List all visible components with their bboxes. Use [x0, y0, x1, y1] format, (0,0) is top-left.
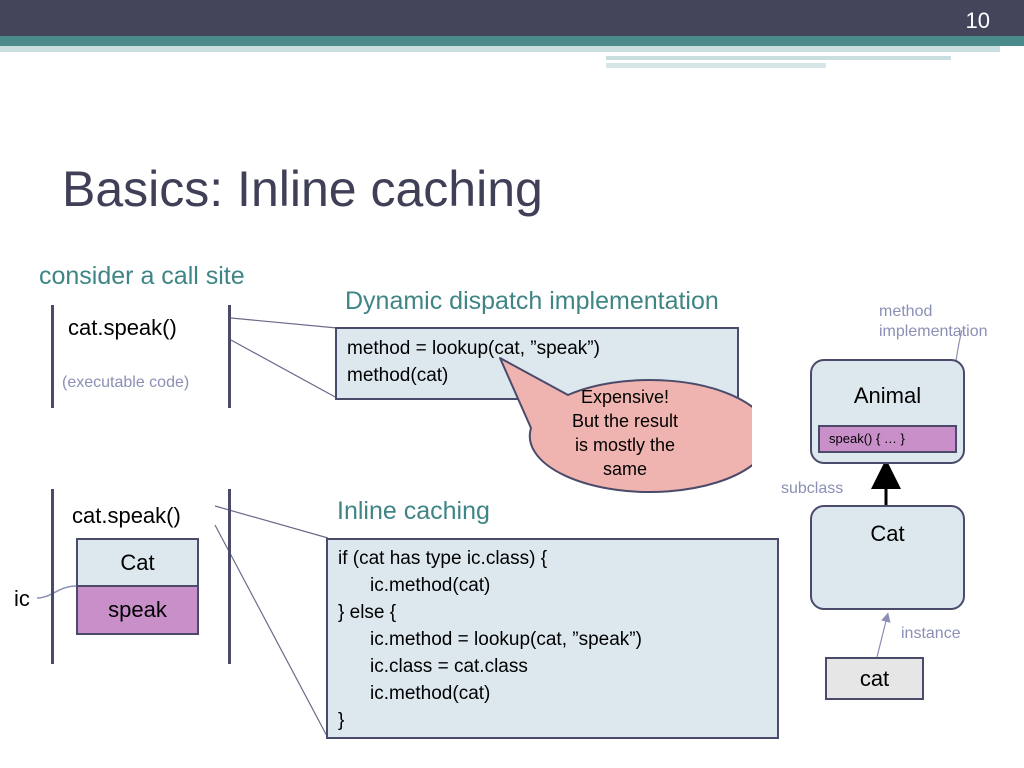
inline-caching-code-box: if (cat has type ic.class) { ic.method(c… [326, 538, 779, 739]
cat-class-box [810, 505, 965, 610]
cat-instance-box: cat [825, 657, 924, 700]
ic-code-line-6: ic.method(cat) [370, 683, 491, 704]
page-number: 10 [965, 8, 990, 33]
bubble-line-2: But the result [571, 411, 679, 431]
method-implementation-label: method implementation [879, 302, 988, 342]
bubble-line-1: Expensive! [580, 387, 670, 407]
speak-impl-box: speak() { … } [818, 425, 957, 453]
dispatch-line-1: method = lookup(cat, ”speak”) [347, 338, 600, 359]
ic-code-line-1: if (cat has type ic.class) { [338, 548, 548, 569]
ic-code-line-4: ic.method = lookup(cat, ”speak”) [370, 629, 642, 650]
slide-title: Basics: Inline caching [62, 161, 543, 217]
header-stripe-accent [606, 56, 951, 60]
expensive-bubble-text: Expensive! But the result is mostly the … [530, 385, 720, 481]
dispatch-line-2: method(cat) [347, 365, 449, 386]
executable-code-caption: (executable code) [62, 374, 190, 391]
header-light-stripe [0, 46, 1000, 52]
animal-class-name: Animal [853, 383, 922, 408]
ic-call-site-code: cat.speak() [72, 503, 181, 528]
call-site-heading: consider a call site [39, 262, 245, 290]
ic-code-line-5: ic.class = cat.class [370, 656, 528, 677]
header-band [0, 0, 1024, 36]
ic-site-right-bar [228, 489, 231, 664]
bubble-line-3: is mostly the [574, 435, 676, 455]
call-site-left-bar [51, 305, 54, 408]
header-stripe-accent-2 [606, 63, 826, 68]
dispatch-title: Dynamic dispatch implementation [345, 287, 719, 315]
bubble-line-4: same [602, 459, 647, 479]
call-site-code: cat.speak() [68, 315, 177, 340]
ic-label: ic [14, 586, 30, 611]
ic-code-line-3: } else { [338, 602, 397, 623]
ic-method-cell: speak [76, 585, 199, 635]
header-teal-stripe [0, 36, 1024, 46]
instance-label: instance [901, 625, 961, 642]
subclass-label: subclass [781, 480, 844, 497]
ic-class-cell: Cat [76, 538, 199, 587]
ic-code-line-2: ic.method(cat) [370, 575, 491, 596]
ic-code-line-7: } [338, 710, 345, 731]
method-label-line-2: implementation [879, 323, 988, 340]
call-site-right-bar [228, 305, 231, 408]
method-label-line-1: method [879, 303, 933, 320]
inline-caching-title: Inline caching [337, 497, 490, 525]
cat-class-name: Cat [870, 521, 905, 546]
expensive-bubble-shape [499, 357, 752, 493]
ic-site-left-bar [51, 489, 54, 664]
